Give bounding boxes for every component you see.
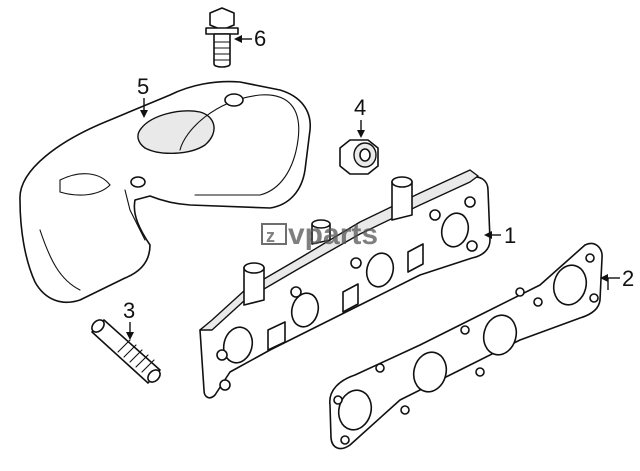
callout-6: 6 <box>234 26 266 51</box>
watermark-text: vparts <box>288 218 378 251</box>
manifold-gasket <box>329 242 603 450</box>
exhaust-manifold <box>199 169 491 399</box>
callout-5-number: 5 <box>137 74 149 99</box>
watermark-logo: z vparts <box>261 218 378 251</box>
watermark-logo-letter: z <box>266 226 275 246</box>
bolt <box>205 7 239 68</box>
callout-1-number: 1 <box>504 223 516 248</box>
callout-4-number: 4 <box>354 95 366 120</box>
callout-6-arrowhead <box>234 35 242 43</box>
callout-2: 2 <box>600 266 634 291</box>
callout-6-number: 6 <box>254 26 266 51</box>
callout-4: 4 <box>354 95 366 138</box>
callout-2-number: 2 <box>622 266 634 291</box>
callout-3-number: 3 <box>123 298 135 323</box>
callout-2-arrowhead <box>600 274 608 282</box>
heat-shield <box>19 80 311 304</box>
callout-1: 1 <box>484 223 516 248</box>
nut <box>339 139 379 175</box>
callout-3-arrowhead <box>126 332 134 340</box>
callout-5-arrowhead <box>140 110 148 118</box>
callout-3: 3 <box>123 298 135 340</box>
callout-4-arrowhead <box>357 130 365 138</box>
stud <box>91 319 161 384</box>
callout-1-arrowhead <box>484 231 492 239</box>
callout-5: 5 <box>137 74 149 118</box>
